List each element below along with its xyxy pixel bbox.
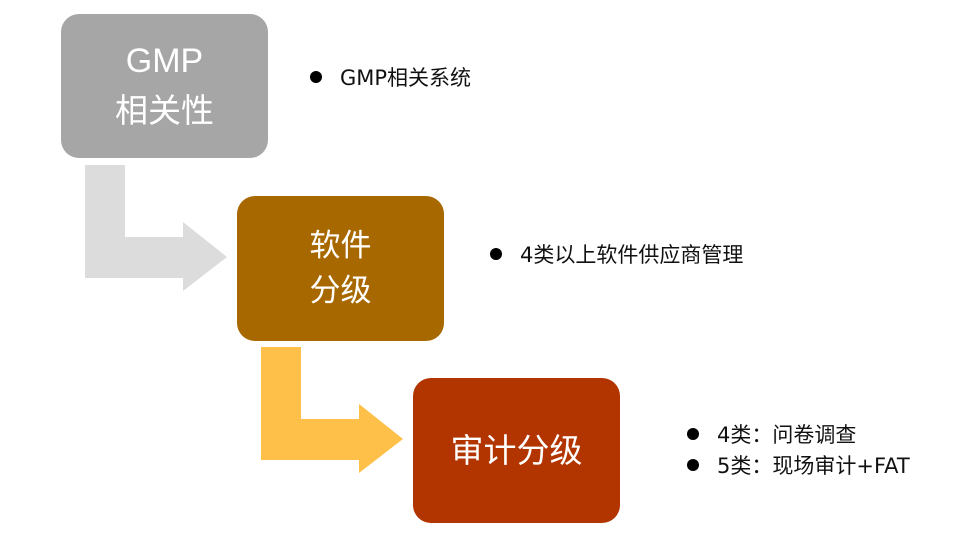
list-item: GMP相关系统 [310, 61, 471, 92]
software-box-line-2: 分级 [309, 272, 372, 309]
software-box-line-1: 软件 [309, 227, 372, 264]
list-item: 4类以上软件供应商管理 [490, 238, 743, 269]
software-bullet-list: 4类以上软件供应商管理 [490, 238, 743, 269]
audit-bullet-text-1: 4类：问卷调查 [717, 422, 857, 447]
audit-classification-box: 审计分级 [413, 378, 620, 523]
bent-arrow-icon [261, 347, 403, 473]
arrow-1-shape [85, 165, 227, 291]
gmp-box-line-1: GMP [125, 42, 204, 81]
audit-bullet-list: 4类：问卷调查 5类：现场审计+FAT [687, 418, 910, 480]
bullet-dot-icon [490, 247, 502, 260]
gmp-bullet-list: GMP相关系统 [310, 61, 471, 92]
software-bullet-text: 4类以上软件供应商管理 [520, 242, 744, 267]
audit-bullet-text-2: 5类：现场审计+FAT [717, 453, 910, 478]
audit-box-line-1: 审计分级 [450, 430, 583, 470]
software-classification-box: 软件 分级 [237, 196, 444, 341]
gmp-box-line-2: 相关性 [115, 90, 214, 130]
bullet-dot-icon [310, 70, 322, 83]
bullet-dot-icon [687, 427, 699, 440]
list-item: 4类：问卷调查 [687, 418, 910, 449]
gmp-bullet-text: GMP相关系统 [340, 65, 472, 90]
list-item: 5类：现场审计+FAT [687, 449, 910, 480]
bullet-dot-icon [687, 458, 699, 471]
bent-arrow-icon [85, 165, 227, 291]
gmp-relevance-box: GMP 相关性 [61, 14, 268, 158]
arrow-2-shape [261, 347, 403, 473]
